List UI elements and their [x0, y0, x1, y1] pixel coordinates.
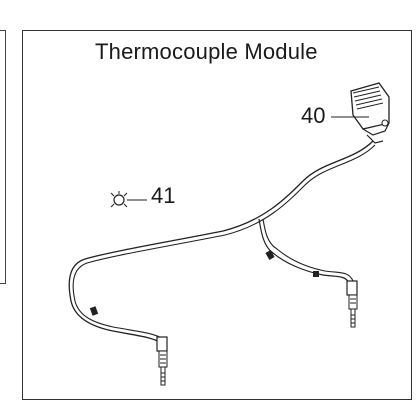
right-sensor-probe [346, 280, 358, 328]
connector-module [350, 82, 390, 144]
cable-clamp [89, 306, 99, 316]
thermocouple-drawing [68, 82, 390, 386]
callout-40-label: 40 [301, 103, 326, 128]
clip-part-icon [110, 191, 128, 208]
branch-cable-right [258, 218, 350, 284]
callout-41-label: 41 [151, 183, 176, 208]
cable-clamp [265, 250, 275, 260]
main-cable [68, 140, 374, 344]
diagram-title: Thermocouple Module [95, 39, 318, 64]
adjacent-panel-edge [0, 30, 6, 284]
cable-clamp [313, 271, 319, 277]
left-sensor-probe [156, 336, 168, 386]
diagram-frame: Thermocouple Module [22, 30, 412, 400]
